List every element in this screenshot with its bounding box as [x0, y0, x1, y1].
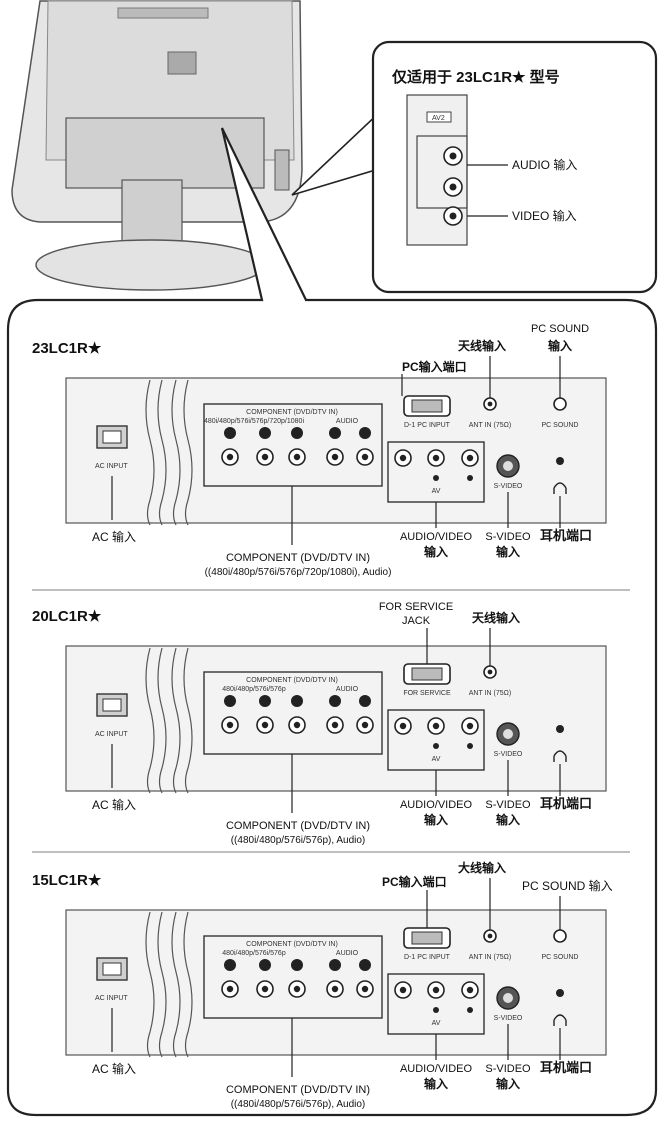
- ac-input-panel-text: AC INPUT: [95, 995, 128, 1002]
- antenna-label: 大线输入: [458, 860, 506, 875]
- component-label-line2: ((480i/480p/576i/576p), Audio): [231, 1099, 366, 1110]
- s-video-label-line2: 输入: [496, 812, 520, 827]
- antenna-panel-text: ANT IN (75Ω): [469, 954, 511, 961]
- s-video-label-line2: 输入: [496, 1076, 520, 1091]
- headphone-icon: [553, 1014, 567, 1026]
- component-audio-header: AUDIO: [336, 950, 359, 957]
- pc-input-panel-text: FOR SERVICE: [403, 690, 451, 697]
- antenna-label: 天线输入: [472, 610, 520, 625]
- s-video-panel-text: S-VIDEO: [494, 483, 523, 490]
- av-label-line2: 输入: [424, 544, 448, 559]
- component-panel-header: COMPONENT (DVD/DTV IN): [246, 941, 338, 948]
- component-label-line2: ((480i/480p/576i/576p/720p/1080i), Audio…: [205, 567, 392, 578]
- s-video-label-line1: S-VIDEO: [485, 799, 531, 811]
- inset-box: 仅适用于 23LC1R★ 型号 AV2 AUDIO 输入 VIDEO 输入: [371, 40, 658, 294]
- pc-sound-panel-text: PC SOUND: [542, 954, 579, 961]
- main-panel-box: [6, 127, 658, 1117]
- component-block: [203, 671, 383, 755]
- pc-sound-label: PC SOUND 输入: [522, 878, 613, 893]
- component-panel-subheader: 480i/480p/576i/576p/720p/1080i: [204, 418, 304, 425]
- component-audio-header: AUDIO: [336, 418, 359, 425]
- headphone-jack: [556, 989, 564, 997]
- antenna-panel-text: ANT IN (75Ω): [469, 690, 511, 697]
- model-section-20: 20LC1R★ AC INPUT COMPONENT (DVD/DTV IN) 480…: [32, 601, 607, 846]
- pc-sound-jack: [553, 929, 567, 943]
- av-label-line1: AUDIO/VIDEO: [400, 531, 473, 543]
- antenna-label: 天线输入: [458, 338, 506, 353]
- component-block: [203, 403, 383, 487]
- av-panel-text: AV: [432, 1020, 441, 1027]
- s-video-label-line1: S-VIDEO: [485, 1063, 531, 1075]
- inset-av2-header: AV2: [432, 115, 445, 122]
- component-label-line2: ((480i/480p/576i/576p), Audio): [231, 835, 366, 846]
- pc-sound-jack: [553, 397, 567, 411]
- antenna-panel-text: ANT IN (75Ω): [469, 422, 511, 429]
- av-label-line2: 输入: [424, 812, 448, 827]
- s-video-label-line1: S-VIDEO: [485, 531, 531, 543]
- s-video-panel-text: S-VIDEO: [494, 751, 523, 758]
- pc-sound-panel-text: PC SOUND: [542, 422, 579, 429]
- pc-sound-label-line1: PC SOUND: [531, 323, 589, 335]
- av-label-line2: 输入: [424, 1076, 448, 1091]
- pc-sound-label-line2: 输入: [548, 338, 572, 353]
- model-name: 20LC1R★: [32, 608, 102, 625]
- component-audio-header: AUDIO: [336, 686, 359, 693]
- component-panel-subheader: 480i/480p/576i/576p: [222, 950, 286, 957]
- headphone-icon: [553, 482, 567, 494]
- s-video-label-line2: 输入: [496, 544, 520, 559]
- av-label-line1: AUDIO/VIDEO: [400, 1063, 473, 1075]
- av-panel-text: AV: [432, 756, 441, 763]
- ac-input-label: AC 输入: [92, 797, 136, 812]
- component-block: [203, 935, 383, 1019]
- av-label-line1: AUDIO/VIDEO: [400, 799, 473, 811]
- service-jack-label-line1: FOR SERVICE: [379, 601, 453, 613]
- component-label-line1: COMPONENT (DVD/DTV IN): [226, 1084, 370, 1096]
- model-name: 23LC1R★: [32, 340, 102, 357]
- ac-input-panel-text: AC INPUT: [95, 731, 128, 738]
- inset-audio-label: AUDIO 输入: [512, 157, 577, 172]
- s-video-panel-text: S-VIDEO: [494, 1015, 523, 1022]
- ac-input-panel-text: AC INPUT: [95, 463, 128, 470]
- pc-input-panel-text: D-1 PC INPUT: [404, 954, 451, 961]
- service-jack-label-line2: JACK: [402, 615, 431, 627]
- component-panel-header: COMPONENT (DVD/DTV IN): [246, 677, 338, 684]
- component-panel-subheader: 480i/480p/576i/576p: [222, 686, 286, 693]
- headphone-jack: [556, 725, 564, 733]
- pc-port-label: PC输入端口: [382, 874, 447, 889]
- component-label-line1: COMPONENT (DVD/DTV IN): [226, 820, 370, 832]
- inset-video-label: VIDEO 输入: [512, 208, 577, 223]
- inset-callout-wedge: [291, 108, 383, 196]
- headphone-jack: [556, 457, 564, 465]
- pc-port-label: PC输入端口: [402, 359, 467, 374]
- headphone-label: 耳机端口: [540, 528, 592, 543]
- component-label-line1: COMPONENT (DVD/DTV IN): [226, 552, 370, 564]
- ac-input-label: AC 输入: [92, 529, 136, 544]
- av-panel-text: AV: [432, 488, 441, 495]
- model-section-15: 15LC1R★ AC INPUT COMPONENT (DVD/DTV IN) 480…: [32, 860, 613, 1110]
- headphone-label: 耳机端口: [540, 796, 592, 811]
- pc-input-panel-text: D-1 PC INPUT: [404, 422, 451, 429]
- component-panel-header: COMPONENT (DVD/DTV IN): [246, 409, 338, 416]
- headphone-label: 耳机端口: [540, 1060, 592, 1075]
- headphone-icon: [553, 750, 567, 762]
- ac-input-label: AC 输入: [92, 1061, 136, 1076]
- model-name: 15LC1R★: [32, 872, 102, 889]
- inset-title: 仅适用于 23LC1R★ 型号: [391, 68, 560, 86]
- model-section-23: 23LC1R★ AC INPUT COMPONENT (DVD/DTV IN) 480…: [32, 323, 607, 578]
